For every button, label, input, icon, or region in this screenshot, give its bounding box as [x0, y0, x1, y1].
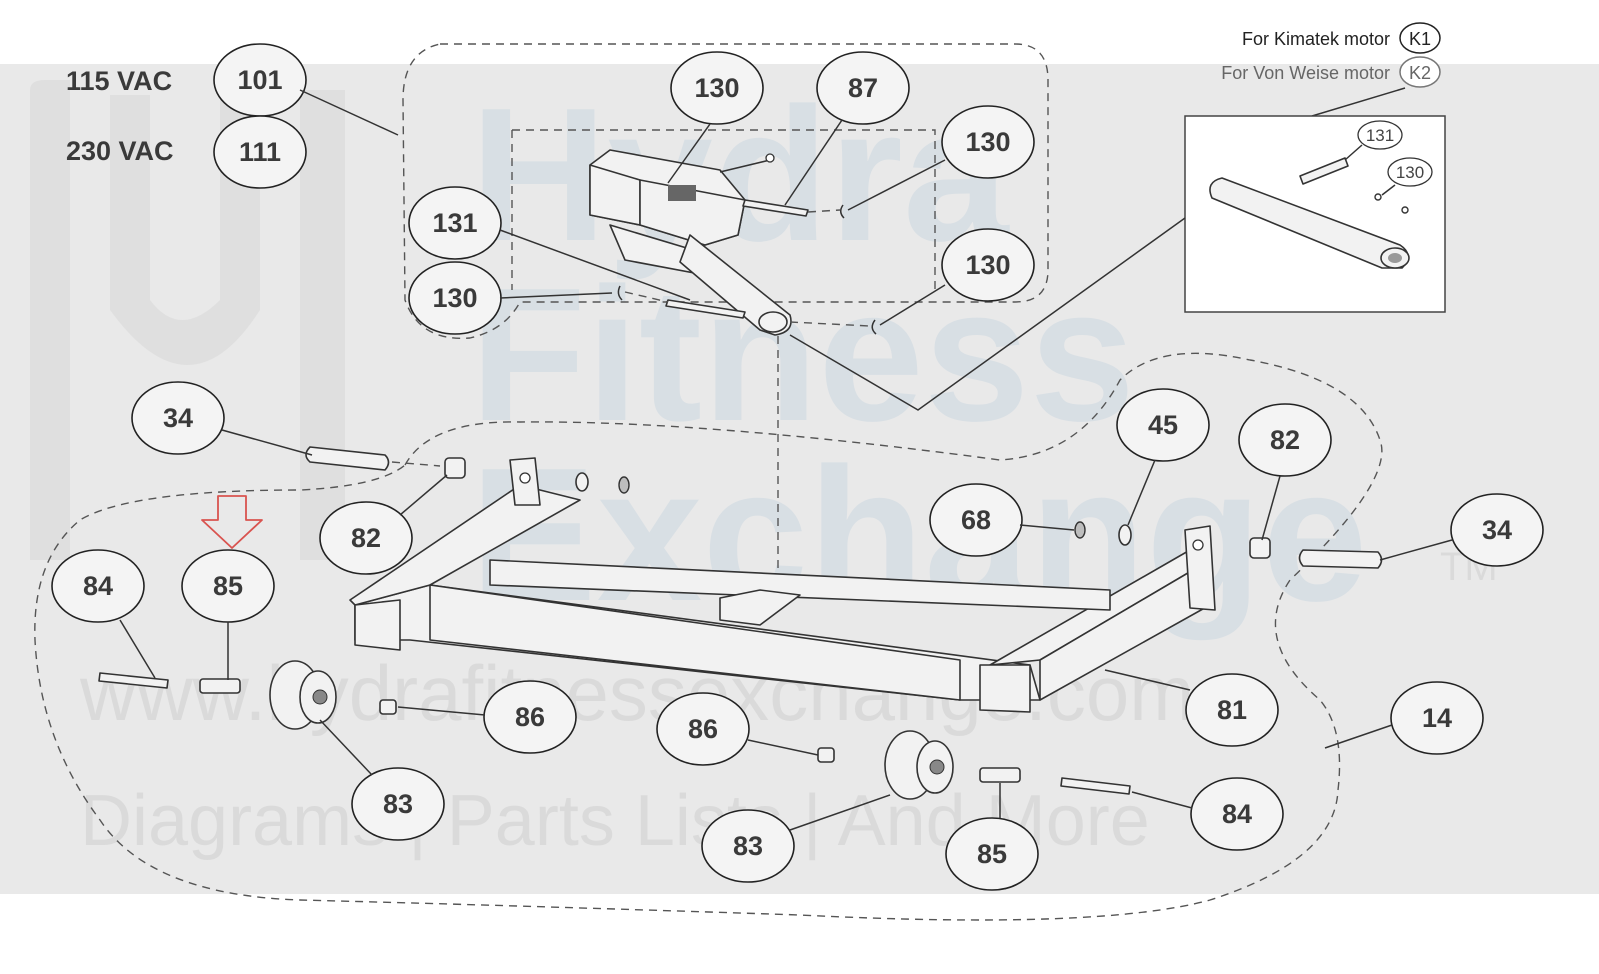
- bushing-82-left: [444, 457, 466, 479]
- frame-group-outline: [34, 352, 1383, 921]
- svg-text:85: 85: [977, 839, 1007, 869]
- inset-callout-131: 131: [1357, 120, 1403, 150]
- callout-34-right: 34: [1450, 493, 1544, 567]
- callout-130-actuator-right-top: 130: [941, 105, 1035, 179]
- callout-45: 45: [1116, 388, 1210, 462]
- callout-87: 87: [816, 51, 910, 125]
- callout-130-actuator-right-bottom: 130: [941, 228, 1035, 302]
- callout-130-actuator-left: 130: [408, 261, 502, 335]
- svg-text:111: 111: [239, 137, 281, 167]
- washer-left-1: [575, 472, 589, 492]
- svg-text:86: 86: [515, 702, 545, 732]
- svg-text:87: 87: [848, 73, 878, 103]
- callout-86-right: 86: [656, 692, 750, 766]
- callout-83-right: 83: [701, 809, 795, 883]
- nut-86-left: [379, 699, 397, 715]
- svg-text:34: 34: [163, 403, 193, 433]
- svg-text:68: 68: [961, 505, 991, 535]
- inset-tube: [1209, 177, 1410, 269]
- wheel-83-left: [269, 660, 337, 730]
- svg-text:83: 83: [733, 831, 763, 861]
- svg-text:K1: K1: [1409, 29, 1431, 49]
- svg-text:83: 83: [383, 789, 413, 819]
- svg-text:14: 14: [1422, 703, 1452, 733]
- wheel-83-right: [884, 730, 954, 800]
- svg-text:34: 34: [1482, 515, 1512, 545]
- svg-text:86: 86: [688, 714, 718, 744]
- svg-text:130: 130: [965, 127, 1010, 157]
- svg-text:81: 81: [1217, 695, 1247, 725]
- callout-83-left: 83: [351, 767, 445, 841]
- callout-131: 131: [408, 186, 502, 260]
- callout-85-left: 85: [181, 549, 275, 623]
- callout-34-left: 34: [131, 381, 225, 455]
- svg-text:84: 84: [83, 571, 113, 601]
- callout-82-right: 82: [1238, 403, 1332, 477]
- svg-text:101: 101: [237, 65, 282, 95]
- pin-34-right: [1298, 549, 1383, 569]
- svg-text:130: 130: [432, 283, 477, 313]
- spacer-85-right: [979, 767, 1021, 783]
- svg-text:131: 131: [432, 208, 477, 238]
- callout-82-left: 82: [319, 501, 413, 575]
- actuator-pin-87: [742, 199, 809, 217]
- pin-34-left: [305, 446, 390, 471]
- callout-81: 81: [1185, 673, 1279, 747]
- callout-14: 14: [1390, 681, 1484, 755]
- bolt-84-left: [98, 672, 169, 689]
- motor-note-kimatek: For Kimatek motor: [1242, 29, 1390, 49]
- callout-k1: K1: [1399, 22, 1441, 54]
- washer-45: [1118, 524, 1132, 546]
- callout-111: 111: [213, 115, 307, 189]
- svg-text:82: 82: [1270, 425, 1300, 455]
- svg-text:45: 45: [1148, 410, 1178, 440]
- callout-k2: K2: [1399, 56, 1441, 88]
- callout-84-right: 84: [1190, 777, 1284, 851]
- callout-68: 68: [929, 483, 1023, 557]
- actuator-pin-131: [665, 299, 746, 319]
- actuator-motor: [589, 149, 792, 336]
- actuator-inner-outline: [511, 129, 936, 290]
- inset-callout-130: 130: [1387, 157, 1433, 187]
- inset-box: 131 130: [1184, 115, 1446, 313]
- watermark-line-3: Exchange: [470, 429, 1368, 641]
- svg-text:82: 82: [351, 523, 381, 553]
- callout-85-right: 85: [945, 817, 1039, 891]
- nut-86-right: [817, 747, 835, 763]
- washer-left-2: [618, 476, 630, 494]
- callout-86-left: 86: [483, 680, 577, 754]
- callout-130-actuator-top: 130: [670, 51, 764, 125]
- bushing-82-right: [1249, 537, 1271, 559]
- base-frame: [349, 457, 1216, 713]
- svg-text:131: 131: [1366, 126, 1394, 145]
- svg-text:85: 85: [213, 571, 243, 601]
- motor-note-von-weise: For Von Weise motor: [1221, 63, 1390, 83]
- svg-text:130: 130: [694, 73, 739, 103]
- voltage-label-230: 230 VAC: [66, 136, 174, 166]
- spacer-85-left: [199, 678, 241, 694]
- svg-text:84: 84: [1222, 799, 1252, 829]
- svg-text:K2: K2: [1409, 63, 1431, 83]
- svg-text:130: 130: [1396, 163, 1424, 182]
- bolt-84-right: [1060, 777, 1131, 795]
- actuator-group-outline: [402, 43, 1049, 340]
- svg-text:130: 130: [965, 250, 1010, 280]
- highlight-arrow-icon: [201, 495, 263, 549]
- washer-68: [1074, 521, 1086, 539]
- callout-101: 101: [213, 43, 307, 117]
- voltage-label-115: 115 VAC: [66, 66, 172, 96]
- callout-84-left: 84: [51, 549, 145, 623]
